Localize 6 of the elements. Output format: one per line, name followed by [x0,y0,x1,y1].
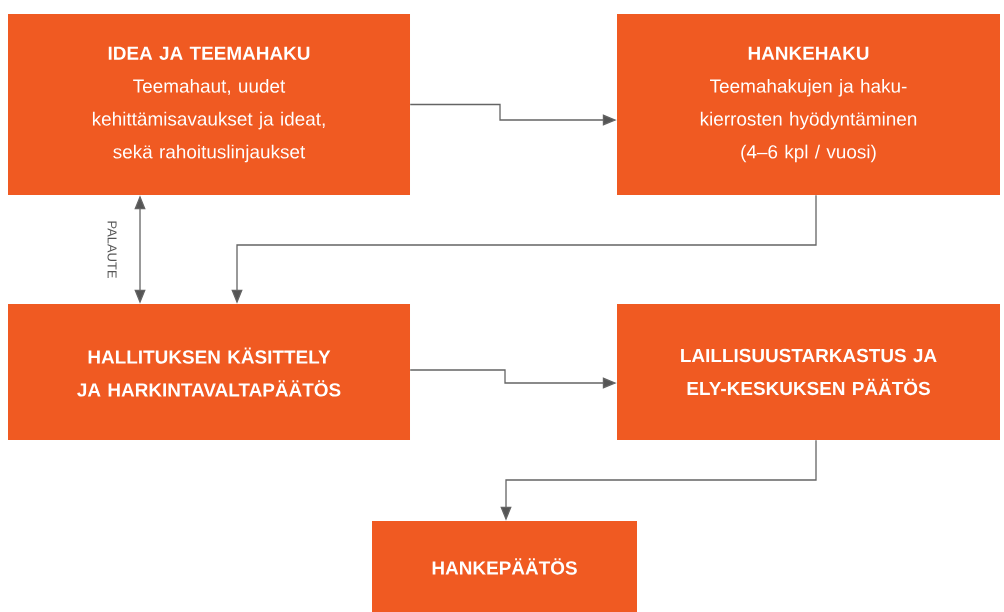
process-box: HANKEPÄÄTÖS [372,521,637,612]
process-box: LAILLISUUSTARKASTUS JA ELY-KESKUKSEN PÄÄTÖS [617,304,1000,440]
edge-label: PALAUTE [107,221,117,278]
process-box: HALLITUKSEN KÄSITTELY JA HARKINTAVALTAPÄÄTÖS [8,304,410,440]
process-box: IDEA JA TEEMAHAKU Teemahaut, uudet kehittämisavaukset ja ideat, sekä rahoituslinjaukset [8,14,410,195]
process-box: HANKEHAKU Teemahakujen ja haku- kierrosten hyödyntäminen (4–6 kpl / vuosi) [617,14,1000,195]
